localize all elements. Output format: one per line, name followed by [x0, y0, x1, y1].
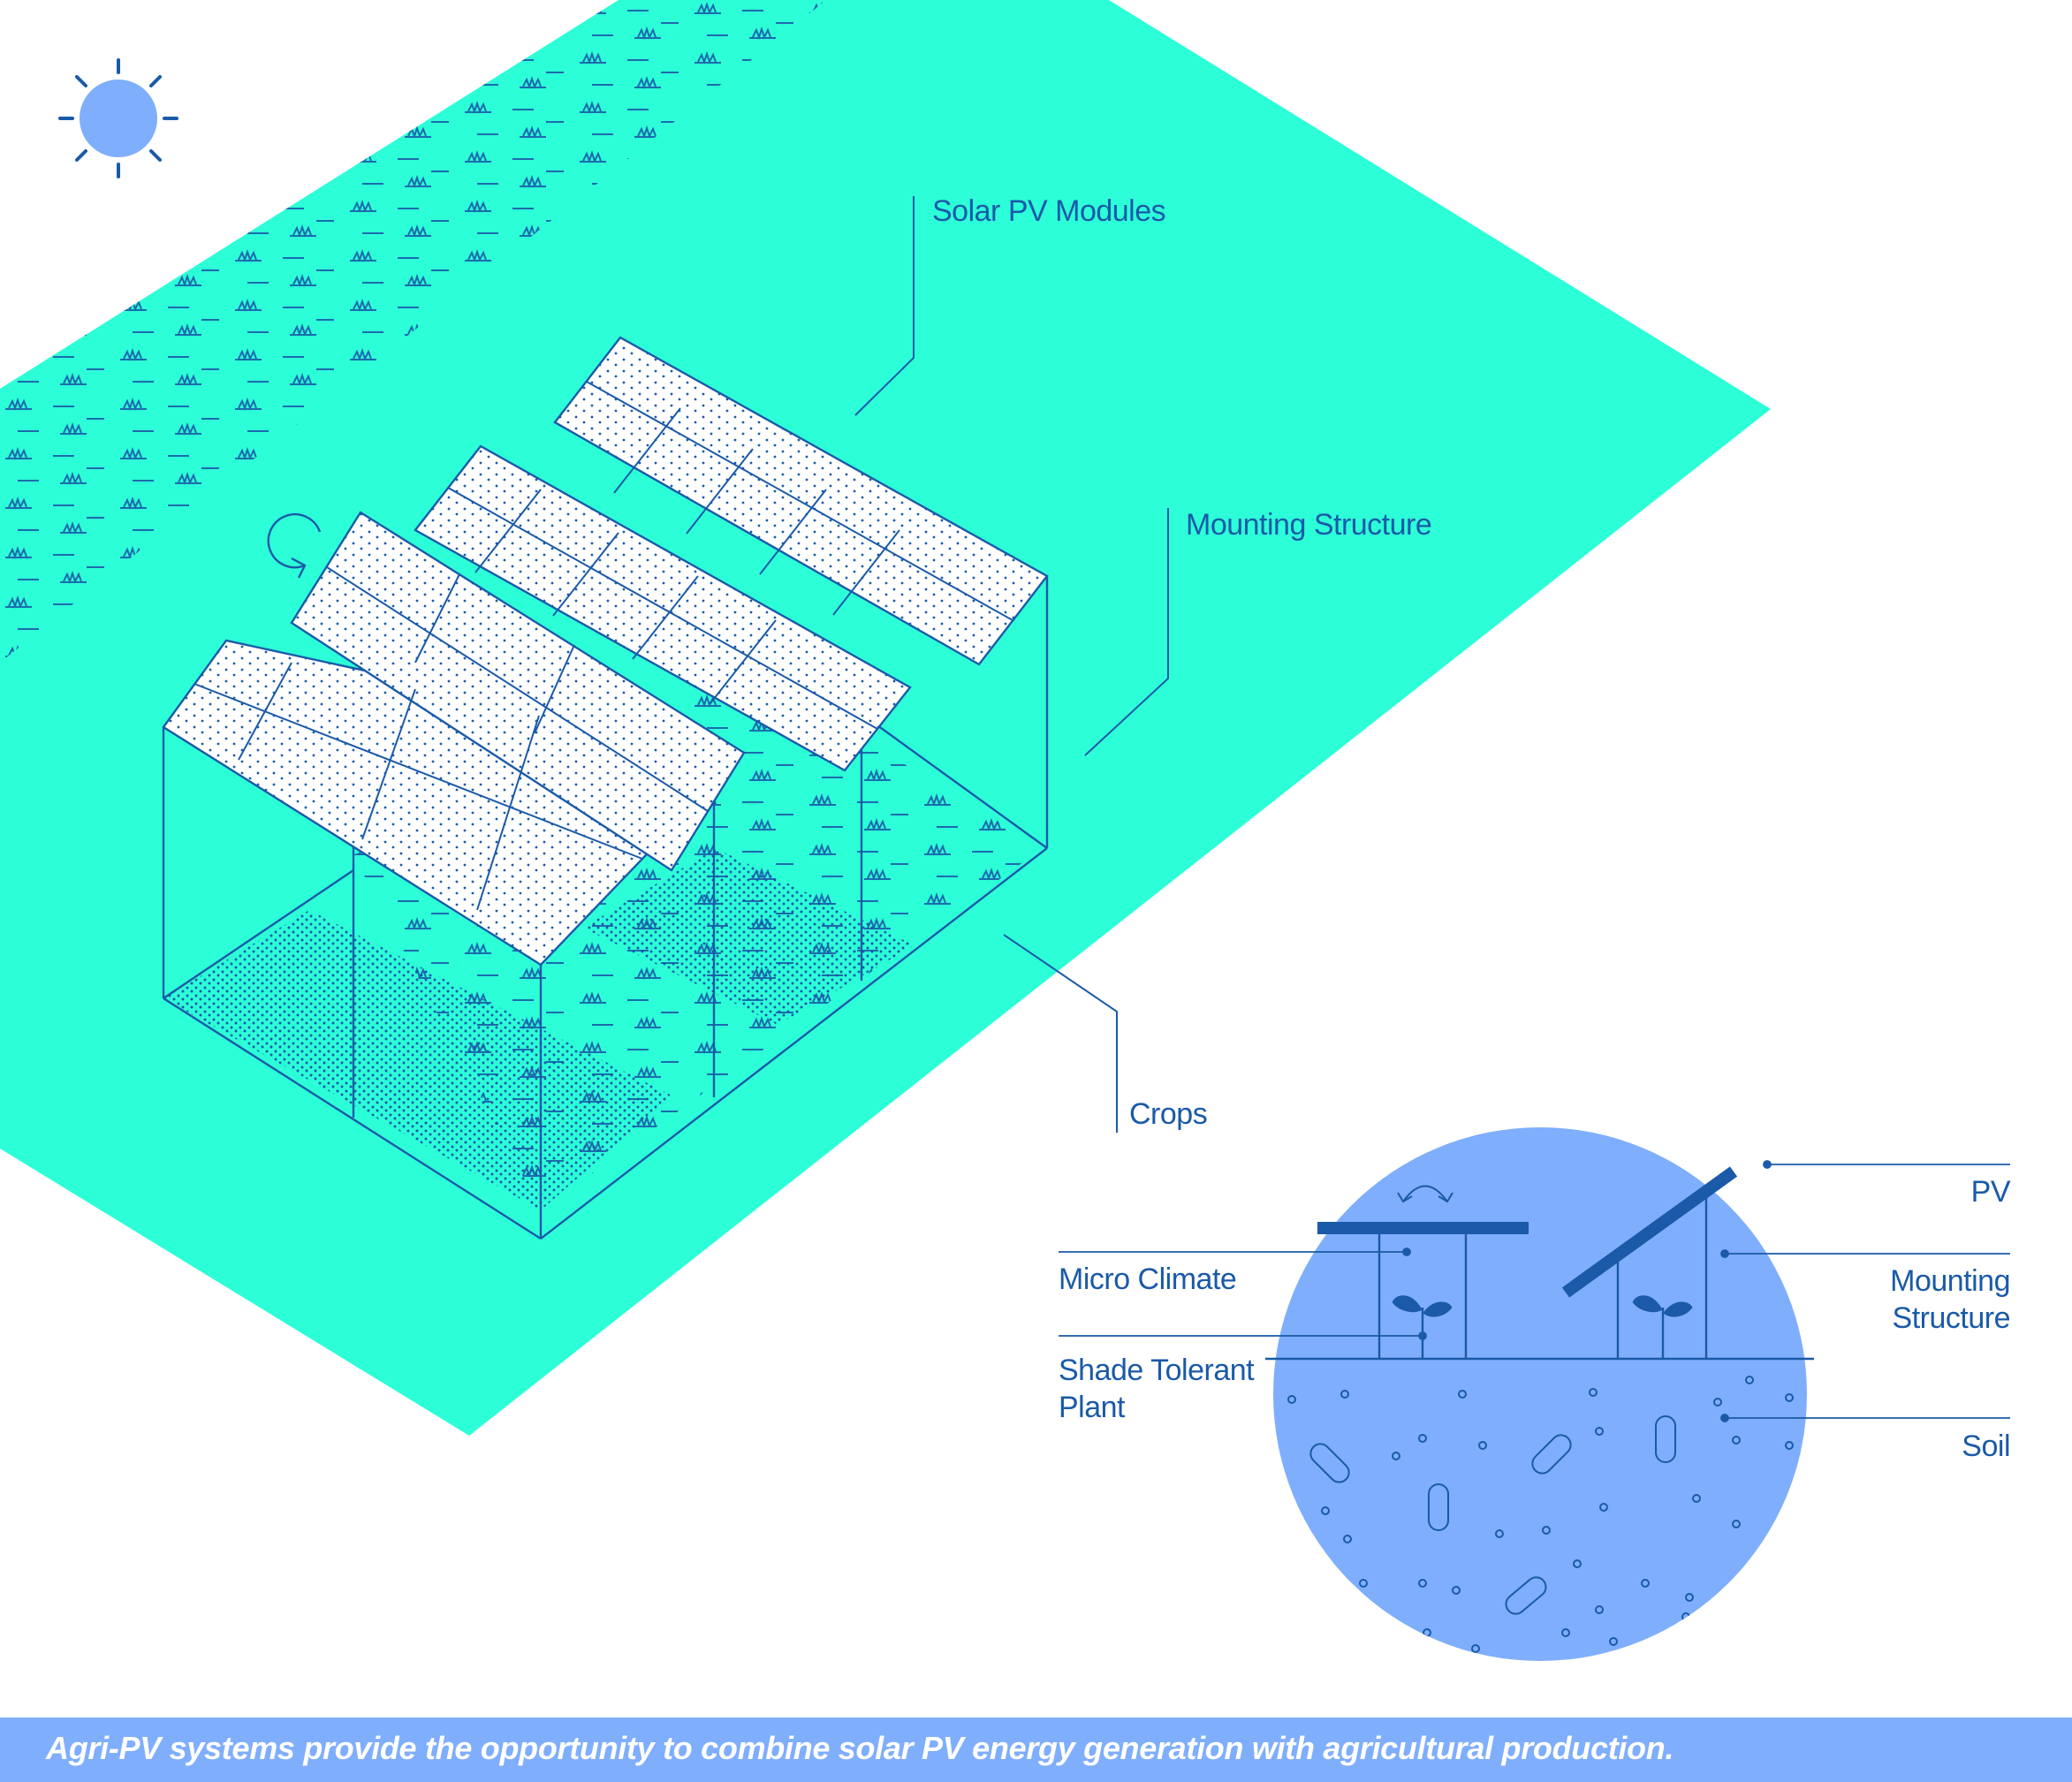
label-solar-pv-modules: Solar PV Modules	[932, 194, 1166, 228]
label-mounting-structure-detail-1: Mounting	[1890, 1264, 2010, 1298]
label-micro-climate: Micro Climate	[1059, 1263, 1237, 1296]
seedling-icon	[1392, 1295, 1453, 1359]
shade-band-front	[163, 910, 672, 1210]
detail-leader-lines	[1059, 1160, 2010, 1422]
solar-pv-modules	[162, 336, 1049, 967]
label-mounting-structure-detail-2: Structure	[1892, 1301, 2011, 1335]
mounting-structure-frame	[162, 576, 1049, 1240]
pv-row-front-upper-dots	[292, 512, 744, 870]
rotate-arrow-small-icon	[1397, 1185, 1453, 1203]
grass-texture	[0, 0, 826, 663]
label-shade-tolerant-2: Plant	[1059, 1391, 1126, 1424]
rotate-arrow-icon	[267, 512, 322, 579]
caption-bar: Agri-PV systems provide the opportunity …	[0, 1718, 2072, 1782]
sun-icon	[58, 58, 178, 178]
label-crops: Crops	[1129, 1097, 1208, 1131]
shade-band-middle	[583, 848, 915, 1025]
pv-tilted-panel	[1561, 1166, 1738, 1298]
leader-lines	[854, 196, 1169, 1133]
seedling-icon-right	[1632, 1295, 1693, 1359]
label-mounting-structure: Mounting Structure	[1186, 508, 1432, 542]
detail-circle	[1059, 1127, 2010, 1661]
label-pv: PV	[1970, 1175, 2011, 1209]
caption-text: Agri-PV systems provide the opportunity …	[46, 1730, 1674, 1766]
label-soil: Soil	[1962, 1429, 2010, 1463]
label-shade-tolerant-1: Shade Tolerant	[1059, 1354, 1255, 1387]
panel-grid-lines	[194, 381, 1013, 911]
